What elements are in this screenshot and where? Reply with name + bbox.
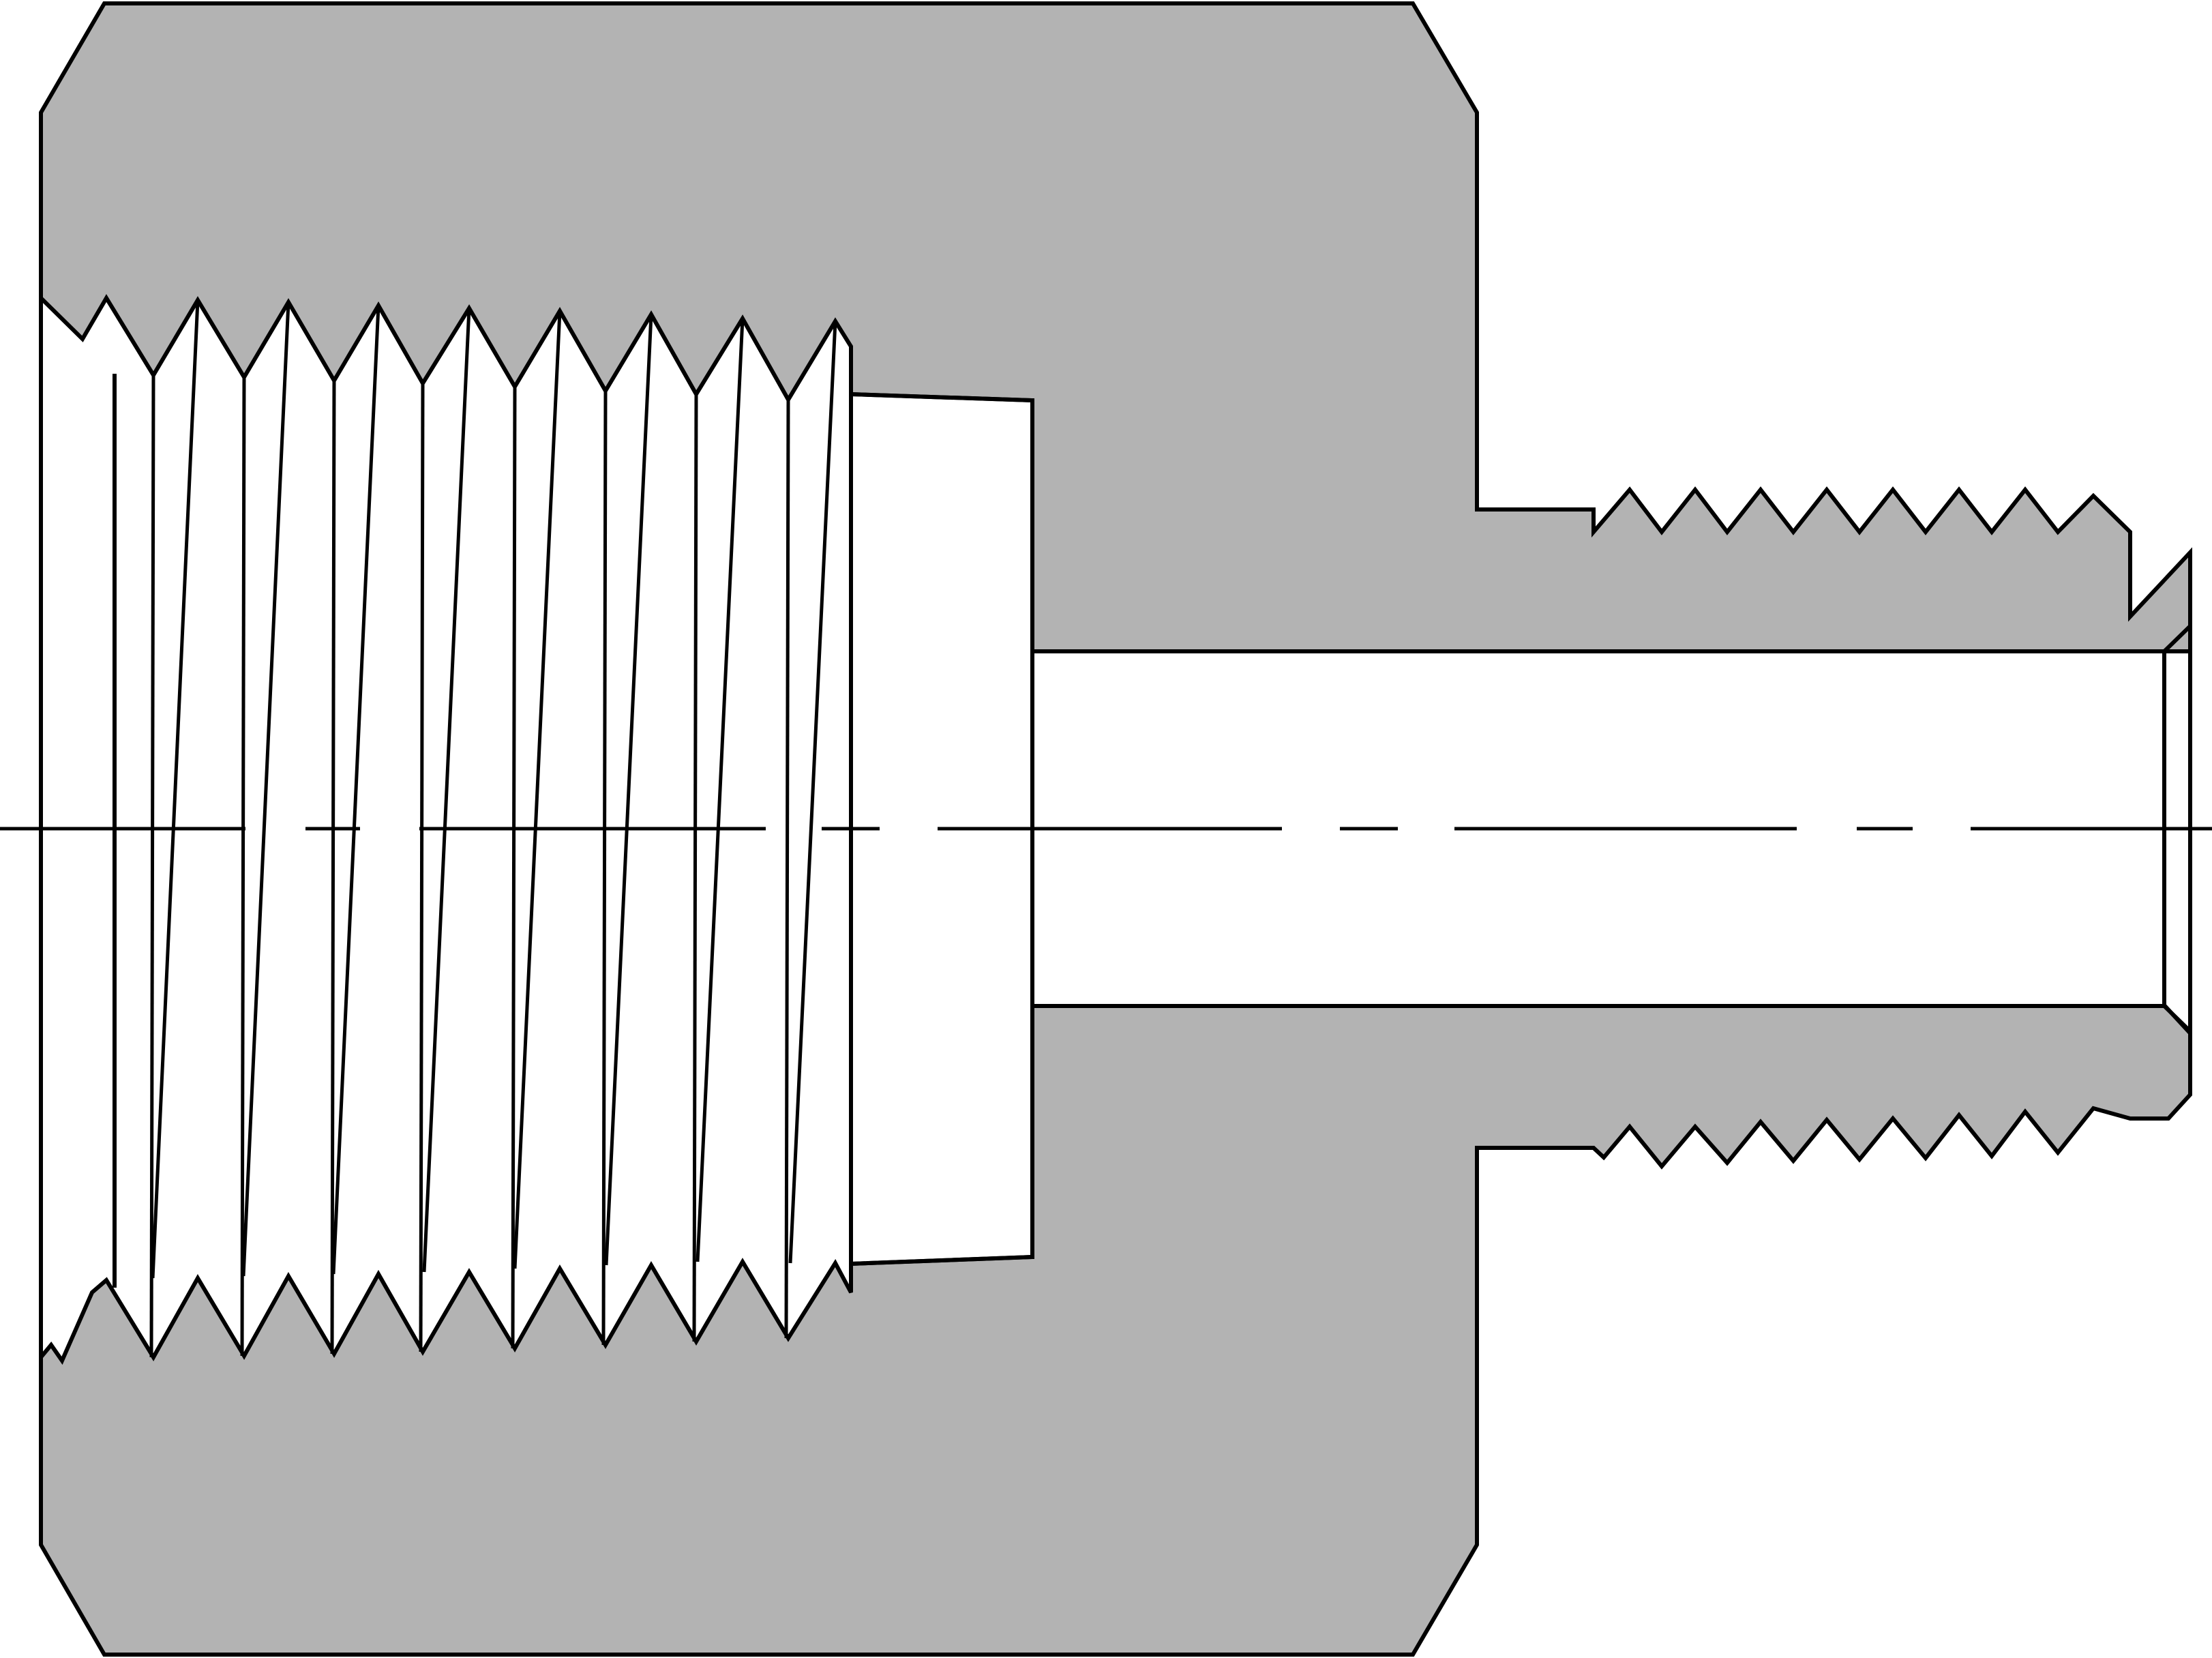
- female-thread-flank: [149, 374, 155, 1358]
- female-thread-flank: [604, 314, 653, 1266]
- female-thread-flank: [788, 321, 837, 1264]
- female-thread-flank: [151, 299, 200, 1279]
- female-thread-flank: [696, 318, 745, 1262]
- female-thread-flank: [422, 308, 471, 1273]
- female-thread-flank: [692, 394, 698, 1342]
- lower-body-section: [39, 1004, 2192, 1657]
- female-thread-flank: [241, 301, 290, 1277]
- female-thread-flank: [330, 380, 336, 1354]
- bore-end-chamfer: [2162, 552, 2192, 1095]
- female-thread-flank: [331, 305, 380, 1275]
- female-thread-flank: [419, 383, 425, 1352]
- female-thread-flank: [601, 390, 608, 1346]
- female-thread-flank: [513, 310, 562, 1269]
- female-thread-flanks: [149, 299, 853, 1358]
- female-thread-flank: [511, 386, 517, 1349]
- female-thread-flank: [784, 399, 790, 1339]
- upper-body-section: [39, 1, 2192, 653]
- female-thread-flank: [240, 376, 246, 1357]
